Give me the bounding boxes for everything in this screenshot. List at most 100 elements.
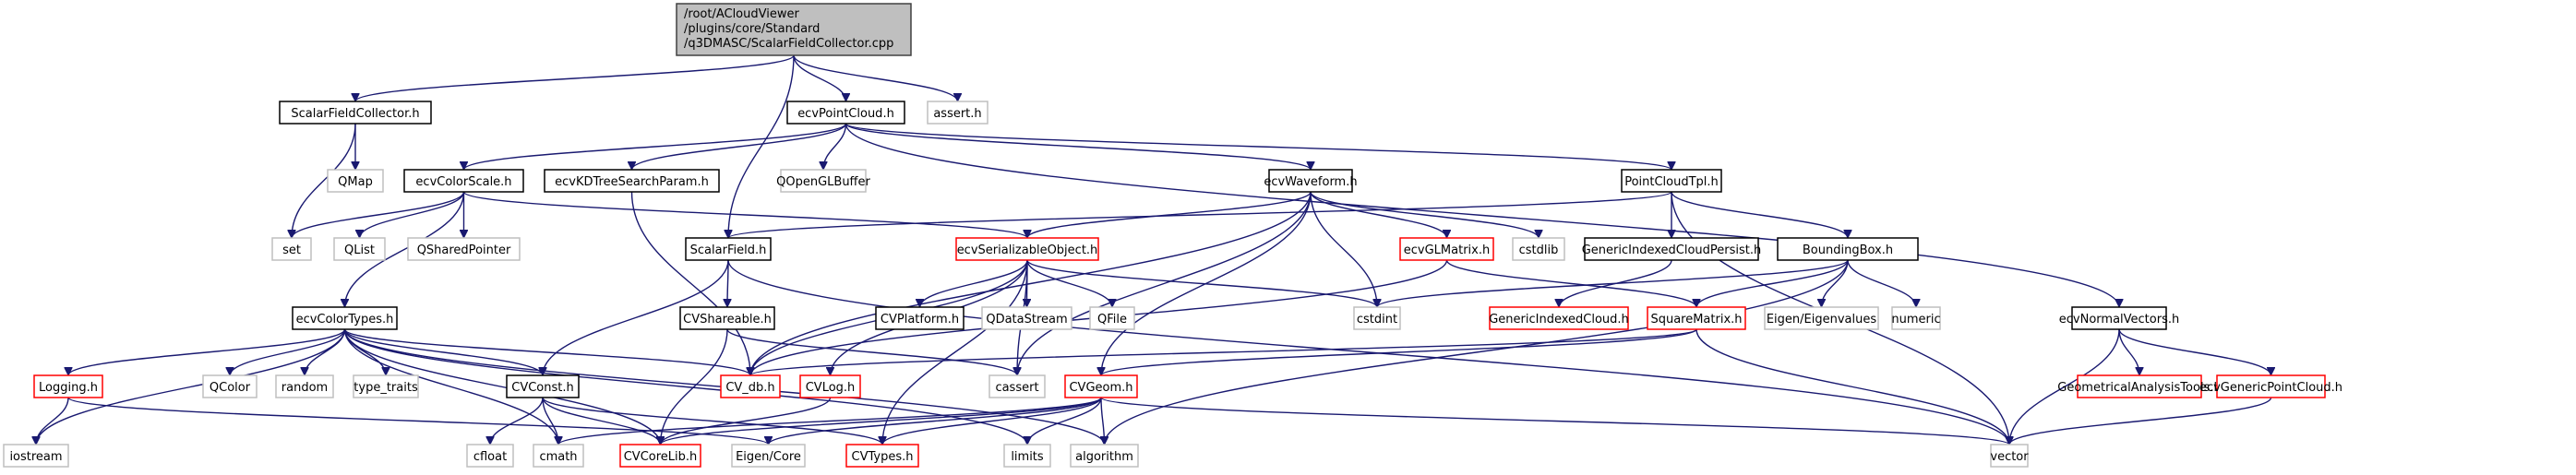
node-label: ScalarFieldCollector.h: [291, 107, 419, 121]
node-box: [1990, 444, 2029, 468]
node-core[interactable]: CVCoreLib.h: [619, 444, 701, 468]
node-log[interactable]: Logging.h: [33, 374, 103, 398]
edge-bb-to-algorithm: [1105, 259, 1849, 445]
node-qlist: QList: [333, 237, 386, 261]
node-label: /plugins/core/Standard: [684, 22, 820, 36]
node-label: SquareMatrix.h: [1650, 313, 1742, 327]
edge-ct-to-log: [68, 328, 346, 376]
node-gpc[interactable]: ecvGenericPointCloud.h: [2199, 374, 2342, 398]
node-sh[interactable]: CVShareable.h: [679, 306, 775, 330]
node-const[interactable]: CVConst.h: [506, 374, 580, 398]
node-box: [799, 374, 861, 398]
node-cvlog[interactable]: CVLog.h: [799, 374, 861, 398]
node-box: [1584, 237, 1759, 261]
node-box: [1512, 237, 1565, 261]
node-box: [292, 306, 398, 330]
node-bb[interactable]: BoundingBox.h: [1777, 237, 1919, 261]
node-box: [353, 374, 419, 398]
node-label: ecvColorTypes.h: [296, 313, 394, 327]
node-label: CVShareable.h: [683, 313, 772, 327]
edge-geom-to-cmath: [558, 397, 1102, 445]
edge-pc-to-kd: [632, 123, 847, 171]
edge-so-to-cstdint: [1026, 259, 1377, 308]
node-qmap: QMap: [327, 169, 384, 193]
node-sm[interactable]: SquareMatrix.h: [1647, 306, 1746, 330]
node-box: [466, 444, 514, 468]
node-label: Eigen/Core: [736, 450, 801, 464]
node-eigcore: Eigen/Core: [731, 444, 806, 468]
node-sf[interactable]: ScalarField.h: [685, 237, 772, 261]
node-nv[interactable]: ecvNormalVectors.h: [2059, 306, 2179, 330]
node-pc[interactable]: ecvPointCloud.h: [786, 101, 905, 125]
edge-geom-to-vector: [1100, 397, 2009, 445]
node-cs[interactable]: ecvColorScale.h: [403, 169, 524, 193]
node-cstdlib: cstdlib: [1512, 237, 1565, 261]
node-box: [1064, 374, 1138, 398]
edge-gpc-to-vector: [2009, 397, 2272, 445]
node-qogl: QOpenGLBuffer: [776, 169, 871, 193]
node-gic[interactable]: GenericIndexedCloud.h: [1489, 306, 1629, 330]
node-plat[interactable]: CVPlatform.h: [875, 306, 965, 330]
node-box: [1489, 306, 1629, 330]
node-sfc[interactable]: ScalarFieldCollector.h: [279, 101, 432, 125]
node-label: PointCloudTpl.h: [1624, 175, 1719, 189]
node-so[interactable]: ecvSerializableObject.h: [955, 237, 1099, 261]
node-box: [685, 237, 772, 261]
node-kd[interactable]: ecvKDTreeSearchParam.h: [544, 169, 720, 193]
node-gicp[interactable]: GenericIndexedCloudPersist.h: [1582, 237, 1762, 261]
edge-log-to-iostream: [36, 397, 69, 445]
node-algorithm: algorithm: [1070, 444, 1139, 468]
edge-cvlog-to-core: [661, 397, 832, 445]
edge-root-to-sf: [728, 54, 795, 238]
node-gat[interactable]: GeometricalAnalysisTools.h: [2057, 374, 2222, 398]
edge-so-to-types: [882, 259, 1028, 445]
node-pct[interactable]: PointCloudTpl.h: [1621, 169, 1722, 193]
edge-geom-to-limits: [1027, 397, 1102, 445]
node-box: [1003, 444, 1051, 468]
edge-sh-to-core: [661, 328, 728, 445]
node-ct[interactable]: ecvColorTypes.h: [292, 306, 398, 330]
node-label: random: [282, 381, 328, 395]
edge-so-to-qfile: [1026, 259, 1112, 308]
node-box: [1764, 306, 1879, 330]
node-box: [619, 444, 701, 468]
edge-wf-to-cstdint: [1310, 191, 1377, 307]
edge-const-to-types: [542, 397, 882, 445]
node-label: CVTypes.h: [852, 450, 914, 464]
node-wf[interactable]: ecvWaveform.h: [1264, 169, 1358, 193]
node-box: [202, 374, 258, 398]
node-limits: limits: [1003, 444, 1051, 468]
edge-sh-to-cassert: [726, 328, 1017, 376]
node-geom[interactable]: CVGeom.h: [1064, 374, 1138, 398]
node-cstdint: cstdint: [1353, 306, 1401, 330]
node-label: Eigen/Eigenvalues: [1767, 313, 1877, 327]
node-label: GeometricalAnalysisTools.h: [2057, 381, 2221, 395]
node-label: CVGeom.h: [1069, 381, 1132, 395]
node-box: [327, 169, 384, 193]
node-box: [506, 374, 580, 398]
edge-bb-to-cstdint: [1377, 259, 1849, 308]
node-label: GenericIndexedCloud.h: [1489, 313, 1629, 327]
edge-ct-to-limits: [343, 328, 1028, 445]
node-box: [875, 306, 965, 330]
edge-wf-to-so: [1027, 191, 1312, 239]
node-label: numeric: [1891, 313, 1940, 327]
node-box: [1647, 306, 1746, 330]
node-box: [407, 237, 521, 261]
edge-geom-to-eigcore: [769, 397, 1102, 445]
node-glm[interactable]: ecvGLMatrix.h: [1399, 237, 1494, 261]
node-cassert: cassert: [988, 374, 1046, 398]
node-cmath: cmath: [533, 444, 584, 468]
node-box: [1353, 306, 1401, 330]
node-root[interactable]: /root/ACloudViewer/plugins/core/Standard…: [676, 3, 912, 56]
edges-layer: [36, 54, 2272, 445]
node-label: CVCoreLib.h: [624, 450, 698, 464]
node-db[interactable]: CV_db.h: [720, 374, 781, 398]
node-label: Logging.h: [39, 381, 98, 395]
node-iostream: iostream: [3, 444, 69, 468]
node-box: [2216, 374, 2326, 398]
node-types[interactable]: CVTypes.h: [845, 444, 919, 468]
edge-pct-to-bb: [1671, 191, 1848, 239]
node-label: type_traits: [353, 381, 418, 395]
edge-ct-to-db: [343, 328, 751, 376]
